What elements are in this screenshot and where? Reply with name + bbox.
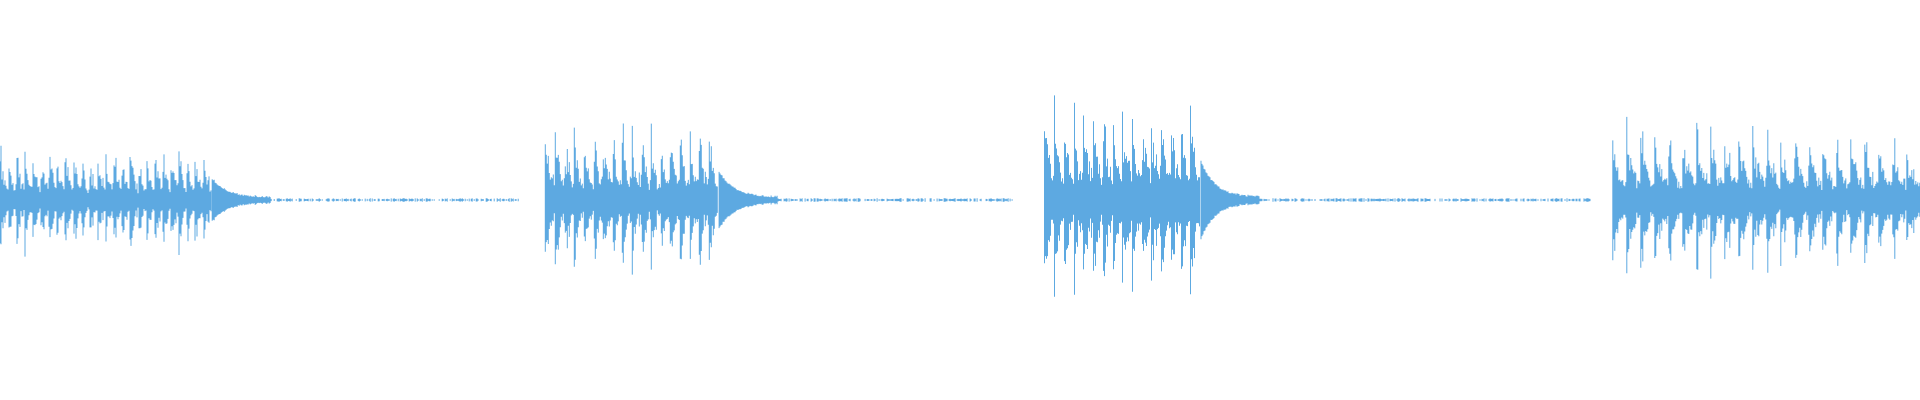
segment-3	[1044, 95, 1591, 297]
segment-4	[1612, 116, 1920, 279]
segment-1-trace	[0, 145, 519, 257]
segment-3-trace	[1044, 95, 1591, 297]
segment-2-trace	[544, 123, 1013, 275]
segment-4-trace	[1612, 116, 1920, 279]
segment-2	[544, 123, 1013, 275]
segment-1	[0, 145, 519, 257]
